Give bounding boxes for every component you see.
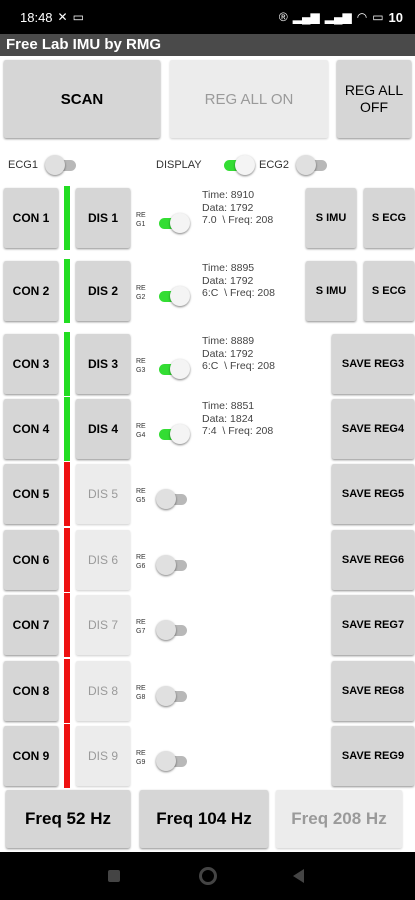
connection-status-bar bbox=[64, 593, 70, 657]
freq-208-button[interactable]: Freq 208 Hz bbox=[276, 790, 402, 848]
app-title: Free Lab IMU by RMG bbox=[0, 34, 415, 56]
dis-button[interactable]: DIS 3 bbox=[76, 334, 130, 394]
time-readout: Time: 8889 bbox=[202, 335, 255, 347]
connection-status-bar bbox=[64, 659, 70, 723]
nav-bar bbox=[0, 852, 415, 900]
connection-status-bar bbox=[64, 332, 70, 396]
con-button[interactable]: CON 8 bbox=[4, 661, 58, 721]
screen-icon: ▭ bbox=[72, 10, 84, 24]
save-reg-button[interactable]: SAVE REG8 bbox=[332, 661, 414, 721]
data-readout: Data: 1824 bbox=[202, 412, 254, 425]
save-ecg-button[interactable]: S ECG bbox=[364, 188, 414, 248]
status-time: 18:48 bbox=[20, 9, 53, 25]
reg-switch[interactable] bbox=[156, 751, 188, 771]
reg-switch[interactable] bbox=[156, 555, 188, 575]
con-button[interactable]: CON 1 bbox=[4, 188, 58, 248]
con-button[interactable]: CON 3 bbox=[4, 334, 58, 394]
battery-level: 10 bbox=[388, 9, 403, 25]
reg-label: RE G7 bbox=[136, 619, 146, 635]
freq-readout: 7:4 \ Freq: 208 bbox=[202, 425, 274, 437]
freq-readout: 6:C \ Freq: 208 bbox=[202, 360, 275, 372]
freq-52-button[interactable]: Freq 52 Hz bbox=[6, 790, 130, 848]
connection-status-bar bbox=[64, 186, 70, 250]
recents-icon[interactable] bbox=[108, 870, 120, 882]
freq-readout: 6:C \ Freq: 208 bbox=[202, 287, 275, 299]
connection-status-bar bbox=[64, 462, 70, 526]
save-reg-button[interactable]: SAVE REG9 bbox=[332, 726, 414, 786]
signal-icon: ▂▄▆ bbox=[292, 10, 320, 24]
save-imu-button[interactable]: S IMU bbox=[306, 261, 356, 321]
reg-all-off-button[interactable]: REG ALL OFF bbox=[337, 60, 411, 138]
reg-switch[interactable] bbox=[156, 686, 188, 706]
save-imu-button[interactable]: S IMU bbox=[306, 188, 356, 248]
reg-switch[interactable] bbox=[156, 620, 188, 640]
time-readout: Time: 8910 bbox=[202, 189, 255, 201]
connection-status-bar bbox=[64, 259, 70, 323]
reg-label: RE G8 bbox=[136, 685, 146, 701]
reg-switch[interactable] bbox=[156, 359, 190, 379]
signal-icon-2: ▂▄▆ bbox=[324, 10, 352, 24]
save-reg-button[interactable]: SAVE REG6 bbox=[332, 530, 414, 590]
data-readout: Data: 1792 bbox=[202, 274, 254, 287]
dis-button[interactable]: DIS 8 bbox=[76, 661, 130, 721]
con-button[interactable]: CON 4 bbox=[4, 399, 58, 459]
connection-status-bar bbox=[64, 528, 70, 592]
freq-readout: 7.0 \ Freq: 208 bbox=[202, 214, 274, 226]
save-reg-button[interactable]: SAVE REG5 bbox=[332, 464, 414, 524]
ecg1-switch[interactable] bbox=[45, 155, 77, 175]
reg-switch[interactable] bbox=[156, 489, 188, 509]
scan-button[interactable]: SCAN bbox=[4, 60, 160, 138]
registered-icon: ® bbox=[278, 10, 288, 24]
reg-label: RE G3 bbox=[136, 358, 146, 374]
dis-button[interactable]: DIS 2 bbox=[76, 261, 130, 321]
status-bar: 18:48 ✕ ▭ ® ▂▄▆ ▂▄▆ ◠ ▭ 10 bbox=[0, 0, 415, 34]
con-button[interactable]: CON 2 bbox=[4, 261, 58, 321]
connection-status-bar bbox=[64, 397, 70, 461]
wifi-icon: ◠ bbox=[356, 10, 368, 24]
con-button[interactable]: CON 9 bbox=[4, 726, 58, 786]
reg-label: RE G4 bbox=[136, 423, 146, 439]
data-readout: Data: 1792 bbox=[202, 201, 254, 214]
reg-switch[interactable] bbox=[156, 286, 190, 306]
dis-button[interactable]: DIS 4 bbox=[76, 399, 130, 459]
con-button[interactable]: CON 6 bbox=[4, 530, 58, 590]
dis-button[interactable]: DIS 5 bbox=[76, 464, 130, 524]
data-readout: Data: 1792 bbox=[202, 347, 254, 360]
save-reg-button[interactable]: SAVE REG4 bbox=[332, 399, 414, 459]
reg-label: RE G5 bbox=[136, 488, 146, 504]
save-reg-button[interactable]: SAVE REG3 bbox=[332, 334, 414, 394]
home-icon[interactable] bbox=[199, 867, 217, 885]
con-button[interactable]: CON 7 bbox=[4, 595, 58, 655]
back-icon[interactable] bbox=[293, 869, 304, 883]
reg-label: RE G2 bbox=[136, 285, 146, 301]
dis-button[interactable]: DIS 9 bbox=[76, 726, 130, 786]
reg-label: RE G9 bbox=[136, 750, 146, 766]
reg-label: RE G6 bbox=[136, 554, 146, 570]
ecg1-label: ECG1 bbox=[8, 159, 38, 171]
battery-icon: ▭ bbox=[372, 10, 384, 24]
save-reg-button[interactable]: SAVE REG7 bbox=[332, 595, 414, 655]
reg-label: RE G1 bbox=[136, 212, 146, 228]
ecg2-switch[interactable] bbox=[296, 155, 328, 175]
reg-switch[interactable] bbox=[156, 424, 190, 444]
ecg2-label: ECG2 bbox=[259, 159, 289, 171]
display-label: DISPLAY bbox=[156, 159, 202, 171]
freq-104-button[interactable]: Freq 104 Hz bbox=[140, 790, 268, 848]
display-switch[interactable] bbox=[221, 155, 255, 175]
time-readout: Time: 8895 bbox=[202, 262, 255, 274]
reg-all-on-button[interactable]: REG ALL ON bbox=[170, 60, 328, 138]
dis-button[interactable]: DIS 1 bbox=[76, 188, 130, 248]
dis-button[interactable]: DIS 7 bbox=[76, 595, 130, 655]
save-ecg-button[interactable]: S ECG bbox=[364, 261, 414, 321]
connection-status-bar bbox=[64, 724, 70, 788]
con-button[interactable]: CON 5 bbox=[4, 464, 58, 524]
reg-switch[interactable] bbox=[156, 213, 190, 233]
time-readout: Time: 8851 bbox=[202, 400, 255, 412]
data-saver-icon: ✕ bbox=[57, 10, 68, 24]
dis-button[interactable]: DIS 6 bbox=[76, 530, 130, 590]
